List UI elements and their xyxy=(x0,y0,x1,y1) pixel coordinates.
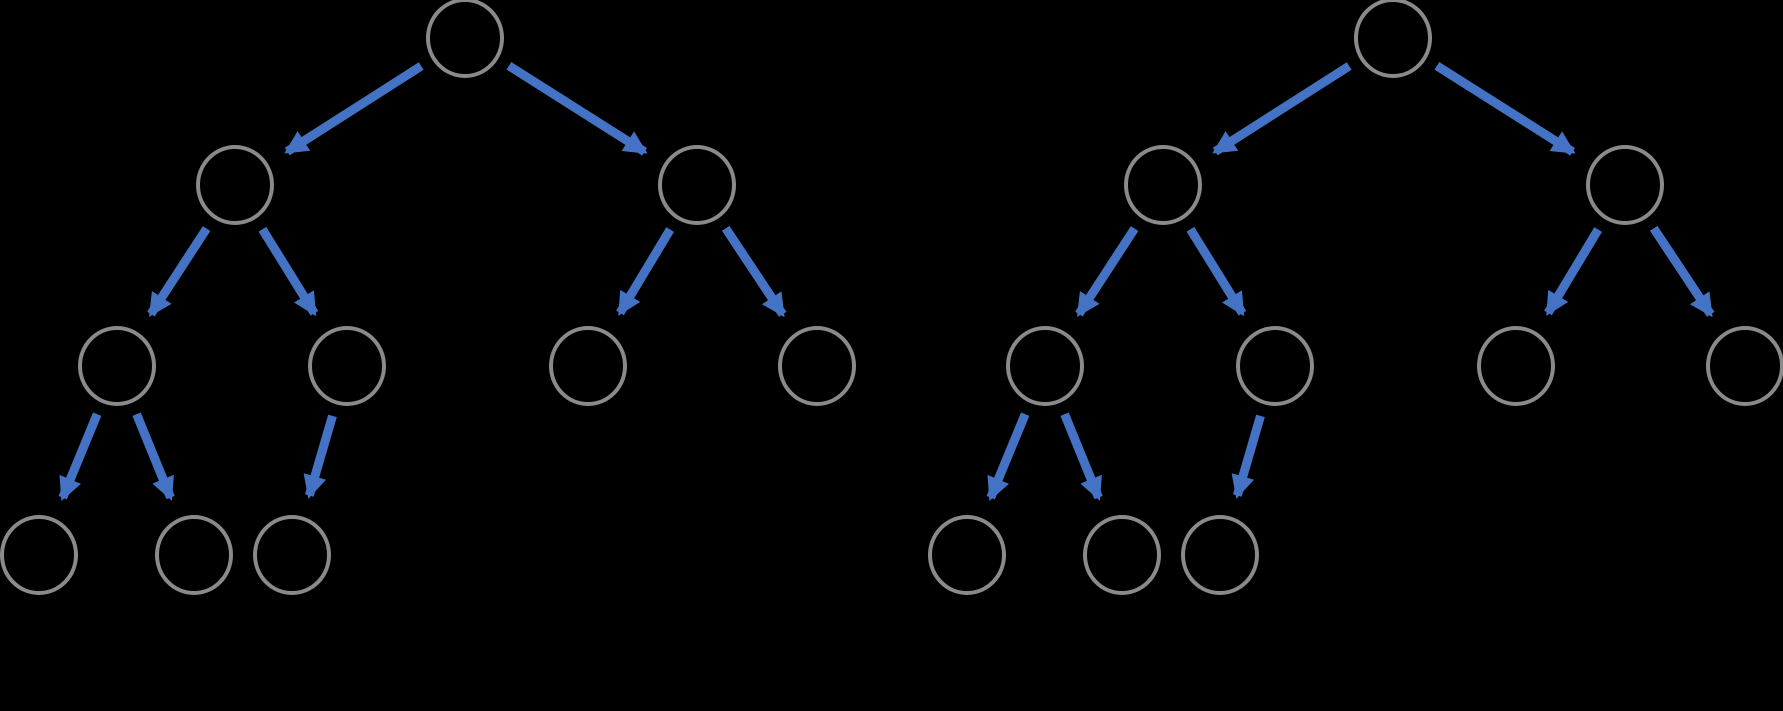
tree-node xyxy=(308,326,386,406)
edge-arrow xyxy=(721,225,787,318)
tree-node xyxy=(155,515,233,595)
edge-arrow xyxy=(616,227,675,316)
tree-node xyxy=(78,326,156,406)
tree-node xyxy=(1706,326,1783,406)
tree-node xyxy=(1181,515,1259,595)
edge-arrow xyxy=(986,412,1030,501)
tree-node xyxy=(1586,145,1664,225)
tree-node xyxy=(426,0,504,78)
edge-arrow xyxy=(132,412,175,501)
edge-arrow xyxy=(1649,225,1715,318)
tree-node xyxy=(1477,326,1555,406)
tree-node xyxy=(549,326,627,406)
tree-node xyxy=(658,145,736,225)
edge-arrow xyxy=(1212,62,1352,156)
tree-node xyxy=(196,145,274,225)
tree-node xyxy=(0,515,78,595)
edge-arrow xyxy=(1186,226,1247,317)
edge-arrow xyxy=(147,226,211,318)
left-binary-tree xyxy=(0,0,856,595)
edge-arrow xyxy=(1060,412,1103,501)
edge-arrow xyxy=(1434,61,1576,156)
tree-node xyxy=(1083,515,1161,595)
right-binary-tree xyxy=(928,0,1783,595)
tree-node xyxy=(928,515,1006,595)
edge-arrow xyxy=(303,414,337,499)
tree-node xyxy=(1006,326,1084,406)
tree-node xyxy=(253,515,331,595)
edge-arrow xyxy=(58,412,102,501)
tree-node xyxy=(778,326,856,406)
tree-node xyxy=(1124,145,1202,225)
edge-arrow xyxy=(1231,414,1265,499)
edge-arrow xyxy=(284,62,424,156)
tree-node xyxy=(1354,0,1432,78)
edge-arrow xyxy=(258,226,319,317)
edge-arrow xyxy=(1544,227,1603,316)
edge-arrow xyxy=(1075,226,1139,318)
edge-arrow xyxy=(506,61,648,156)
tree-node xyxy=(1236,326,1314,406)
